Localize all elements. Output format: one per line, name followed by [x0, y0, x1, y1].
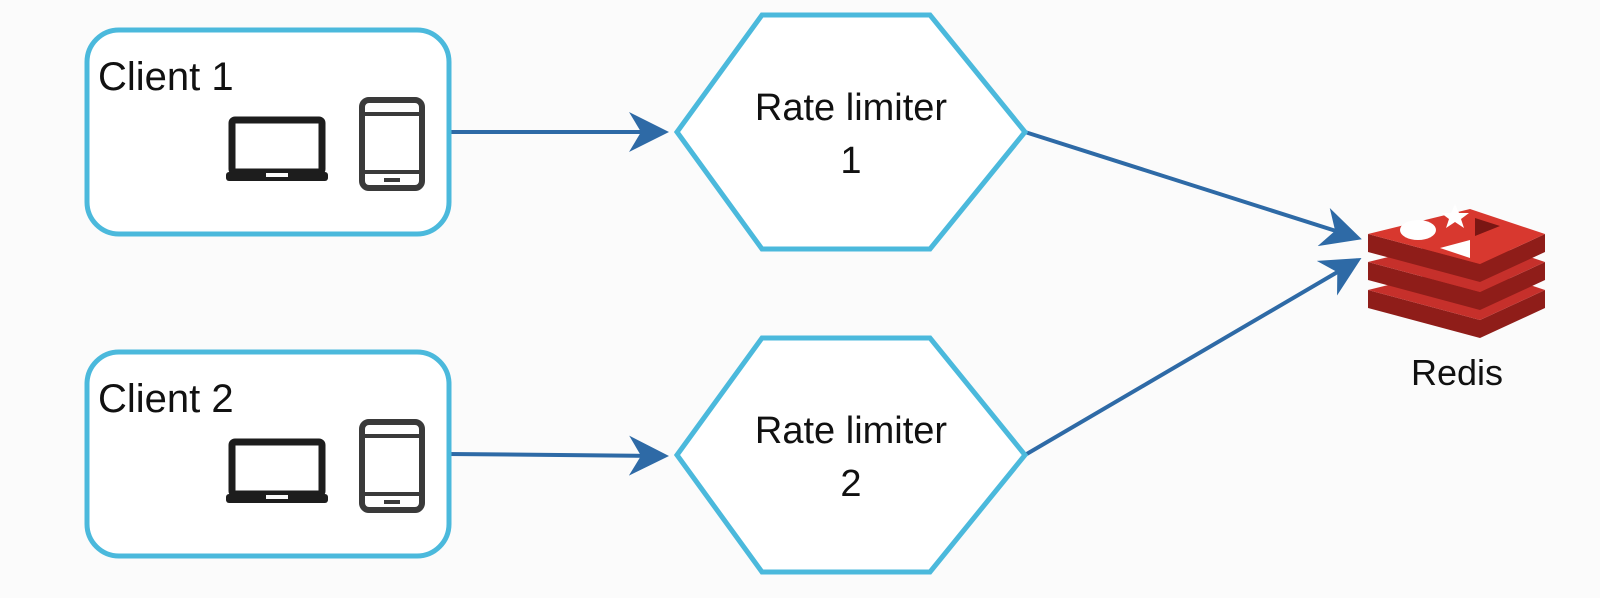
rate-limiter-2-node[interactable]: Rate limiter 2 [673, 335, 1029, 575]
redis-logo-icon [1368, 204, 1545, 338]
edge-client2-to-limiter2 [447, 435, 669, 476]
smartphone-icon [359, 97, 425, 191]
rate-limiter-1-label: Rate limiter [755, 87, 947, 129]
laptop-icon [226, 116, 328, 181]
rate-limiter-1-hexagon [673, 12, 1029, 252]
laptop-icon [226, 438, 328, 503]
edges [447, 112, 1362, 476]
rate-limiter-1-node[interactable]: Rate limiter 1 [673, 12, 1029, 252]
client-1-label: Client 1 [98, 55, 234, 99]
smartphone-icon [359, 419, 425, 513]
client-1-node[interactable]: Client 1 [84, 27, 452, 237]
rate-limiter-2-hexagon [673, 335, 1029, 575]
rate-limiter-2-label: Rate limiter [755, 410, 947, 452]
rate-limiter-1-number: 1 [840, 140, 861, 182]
edge-limiter2-to-redis [1023, 257, 1362, 457]
client-1-box [84, 27, 452, 237]
redis-label: Redis [1411, 352, 1503, 393]
rate-limiter-2-number: 2 [840, 463, 861, 505]
edge-limiter1-to-redis [1024, 130, 1362, 247]
redis-node[interactable]: Redis [1368, 204, 1545, 393]
client-2-label: Client 2 [98, 377, 234, 421]
client-2-box [84, 349, 452, 559]
client-2-node[interactable]: Client 2 [84, 349, 452, 559]
